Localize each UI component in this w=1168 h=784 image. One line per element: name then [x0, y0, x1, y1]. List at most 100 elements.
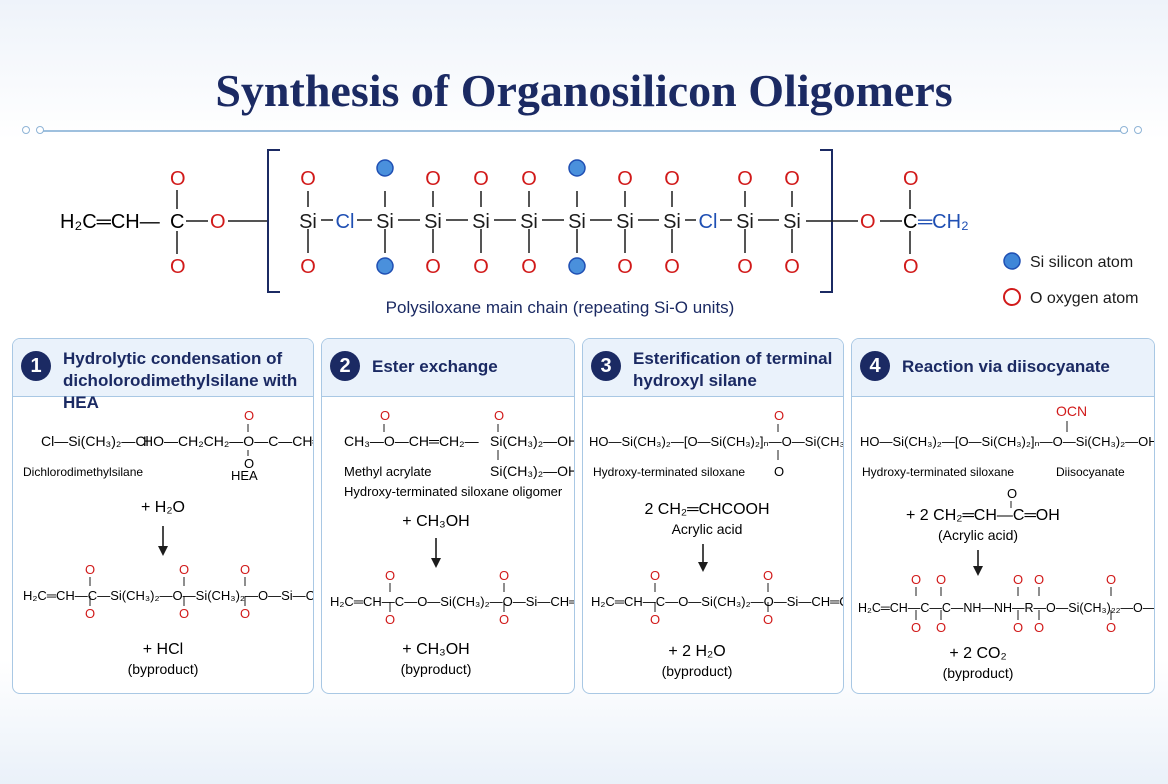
panel-diisocyanate: 4 Reaction via diisocyanate OCN HO—Si(CH… — [851, 338, 1155, 694]
product-structure: H₂C═CH—C—Si(CH₃)₂—O—Si(CH₃)₂—O—Si—CH═CH₂ — [23, 588, 313, 603]
reactant-1-label: Hydroxy-terminated siloxane — [593, 465, 745, 479]
panel-1-reaction: Cl—Si(CH₃)₂—Cl Dichlorodimethylsilane O … — [23, 408, 313, 677]
oxygen-atom: O — [911, 572, 921, 587]
divider-dot-right-1 — [1120, 126, 1128, 134]
reactant-hydroxy-siloxane: HO—Si(CH₃)₂—[O—Si(CH₃)₂]ₙ—O—Si(CH₃)₂—OH — [860, 434, 1154, 449]
legend-silicon-label: Si silicon atom — [1030, 254, 1133, 271]
panel-title: Ester exchange — [372, 357, 498, 376]
reactant-2-label: Hydroxy-terminated siloxane oligomer — [344, 484, 563, 499]
oxygen-atom: O — [85, 562, 95, 577]
oxygen-atom: O — [240, 606, 250, 621]
oxygen-atom: O — [473, 256, 489, 278]
panel-ester-exchange: 2 Ester exchange O CH₃—O—CH═CH₂— O Si(CH… — [321, 338, 575, 694]
oxygen-atom: O — [911, 620, 921, 635]
reactant-siloxane-oligomer: Si(CH₃)₂—OH — [490, 433, 574, 449]
silanol-oxygen: O — [494, 408, 504, 423]
silicon-atom: Si — [520, 211, 538, 233]
carbonyl-carbon-left: C — [170, 211, 184, 233]
oxygen-atom: O — [240, 562, 250, 577]
oxygen-atom: O — [385, 568, 395, 583]
reactant-1-label: Hydroxy-terminated siloxane — [862, 465, 1014, 479]
oxygen-atom: O — [936, 620, 946, 635]
silicon-sphere-icon — [376, 257, 394, 275]
reactant-methyl-acrylate: CH₃—O—CH═CH₂— — [344, 433, 479, 449]
arrow-head-icon — [158, 546, 168, 556]
reagent-label: (Acrylic acid) — [938, 527, 1018, 543]
vinyl-group-right: ═CH₂ — [917, 211, 969, 233]
oxygen-atom: O — [521, 256, 537, 278]
reactant-1-label: Dichlorodimethylsilane — [23, 465, 143, 479]
oxygen-atom: O — [1106, 572, 1116, 587]
byproduct-water: + 2 H₂O — [668, 643, 725, 660]
arrow-head-icon — [698, 562, 708, 572]
divider-dot-right-2 — [1134, 126, 1142, 134]
reagent-label: Acrylic acid — [672, 521, 743, 537]
oxygen-atom: O — [473, 168, 489, 190]
reagent-acrylic-acid: + 2 CH₂═CH—C═OH — [906, 507, 1060, 524]
silicon-atom: Si — [424, 211, 442, 233]
oxygen-atom: O — [385, 612, 395, 627]
oxygen-atom: O — [763, 568, 773, 583]
oxygen-atom: O — [1106, 620, 1116, 635]
oxygen-atom: O — [499, 568, 509, 583]
byproduct-label: (byproduct) — [662, 663, 733, 679]
legend-oxygen-label: O oxygen atom — [1030, 290, 1139, 307]
reactant-hea: HO—CH₂CH₂—O—C—CH═CH₂ — [143, 433, 313, 449]
panel-header: 2 Ester exchange — [322, 339, 574, 397]
carbonyl-oxygen: O — [380, 408, 390, 423]
step-badge: 4 — [860, 351, 890, 381]
byproduct-label: (byproduct) — [401, 661, 472, 677]
byproduct-label: (byproduct) — [128, 661, 199, 677]
top-oxygen: O — [774, 408, 784, 423]
reactant-2-label: Diisocyanate — [1056, 465, 1125, 479]
oxygen-atom: O — [650, 612, 660, 627]
divider-dot-left-1 — [22, 126, 30, 134]
product-structure: H₂C═CH—C—C—NH—NH—R—O—Si(CH₃)₂₂—O—Si(CH₃)… — [858, 601, 1154, 615]
oxygen-atom: O — [1034, 620, 1044, 635]
bracket-left — [267, 149, 280, 293]
silicon-sphere-icon — [376, 159, 394, 177]
oxygen-atom: O — [179, 562, 189, 577]
step-badge: 1 — [21, 351, 51, 381]
oxygen-atom: O — [903, 168, 919, 190]
oxygen-atom: O — [617, 256, 633, 278]
silicon-atom: Si — [568, 211, 586, 233]
oxygen-atom: O — [617, 168, 633, 190]
silicon-sphere-icon — [568, 257, 586, 275]
step-badge: 2 — [330, 351, 360, 381]
hea-oxygen: O — [244, 456, 254, 471]
byproduct-co2: + 2 CO₂ — [949, 645, 1006, 662]
oxygen-atom: O — [903, 256, 919, 278]
oxygen-atom: O — [85, 606, 95, 621]
isocyanate-group: OCN — [1056, 403, 1087, 419]
panel-header: 4 Reaction via diisocyanate — [852, 339, 1154, 397]
arrow-head-icon — [973, 566, 983, 576]
main-chain-caption: Polysiloxane main chain (repeating Si-O … — [386, 298, 735, 317]
panel-3-reaction: O HO—Si(CH₃)₂—[O—Si(CH₃)₂]ₙ—O—Si(CH₃)₂—O… — [589, 408, 843, 679]
bottom-oxygen: O — [774, 464, 784, 479]
oxygen-atom: O — [1013, 572, 1023, 587]
reactant-2-label: HEA — [231, 468, 258, 483]
oxygen-atom: O — [664, 256, 680, 278]
silicon-atom: Si — [616, 211, 634, 233]
step-badge: 3 — [591, 351, 621, 381]
oxygen-atom: O — [763, 612, 773, 627]
oxygen-atom: O — [737, 168, 753, 190]
byproduct-label: (byproduct) — [943, 665, 1014, 681]
silicon-atom: Si — [472, 211, 490, 233]
oxygen-atom: O — [521, 168, 537, 190]
silicon-atom: Si — [663, 211, 681, 233]
panel-2-reaction: O CH₃—O—CH═CH₂— O Si(CH₃)₂—OH Methyl acr… — [330, 408, 574, 677]
chlorine-atom: Cl — [699, 211, 718, 233]
oxygen-atom: O — [936, 572, 946, 587]
silicon-atom: Si — [299, 211, 317, 233]
legend-oxygen-icon — [1003, 288, 1021, 306]
oxygen-atom: O — [784, 168, 800, 190]
oxygen-atom: O — [170, 256, 186, 278]
oxygen-atom: O — [425, 256, 441, 278]
silicon-atom: Si — [783, 211, 801, 233]
